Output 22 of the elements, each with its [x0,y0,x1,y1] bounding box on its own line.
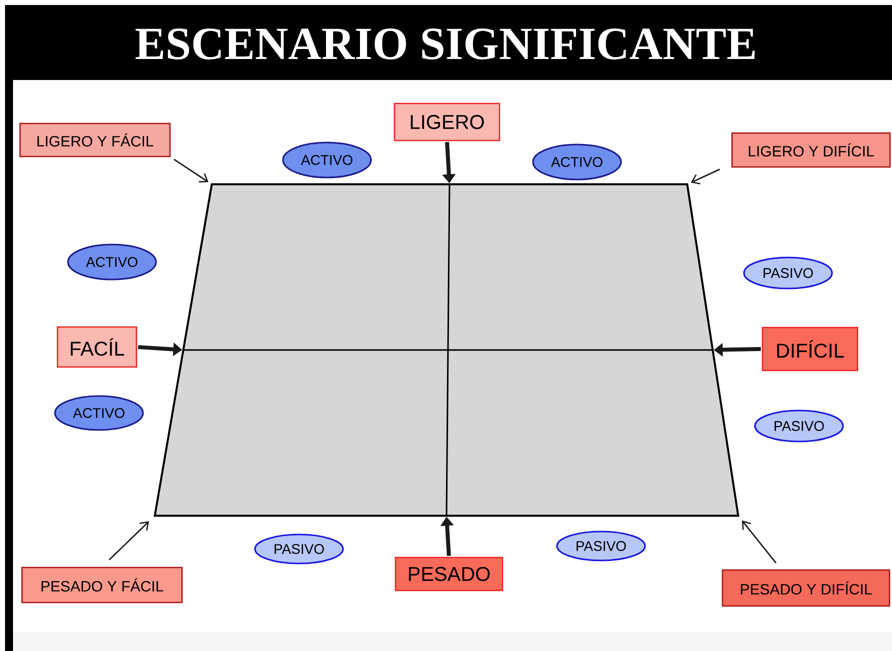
label-box: PESADO Y FÁCIL [21,566,183,604]
state-oval: ACTIVO [532,144,622,180]
arrow [690,168,720,184]
state-oval: PASIVO [754,410,844,442]
trapezoid-chart [154,183,740,517]
state-oval: PASIVO [556,530,646,562]
arrow [174,158,208,182]
arrow [742,520,777,564]
state-oval: PASIVO [743,256,833,290]
state-oval: ACTIVO [54,395,144,431]
label-box: LIGERO Y DIFÍCIL [731,132,891,168]
label-box: LIGERO [394,102,500,142]
label-box: FACÍL [56,326,138,368]
label-box: PESADO Y DIFÍCIL [722,569,890,607]
label-box: LIGERO Y FÁCIL [19,122,171,158]
state-oval: ACTIVO [282,142,372,178]
label-box: DIFÍCIL [762,326,858,372]
arrow [108,521,150,560]
label-box: PESADO [394,556,504,592]
state-oval: ACTIVO [67,244,157,280]
title-banner: ESCENARIO SIGNIFICANTE [5,5,892,80]
state-oval: PASIVO [254,534,344,564]
